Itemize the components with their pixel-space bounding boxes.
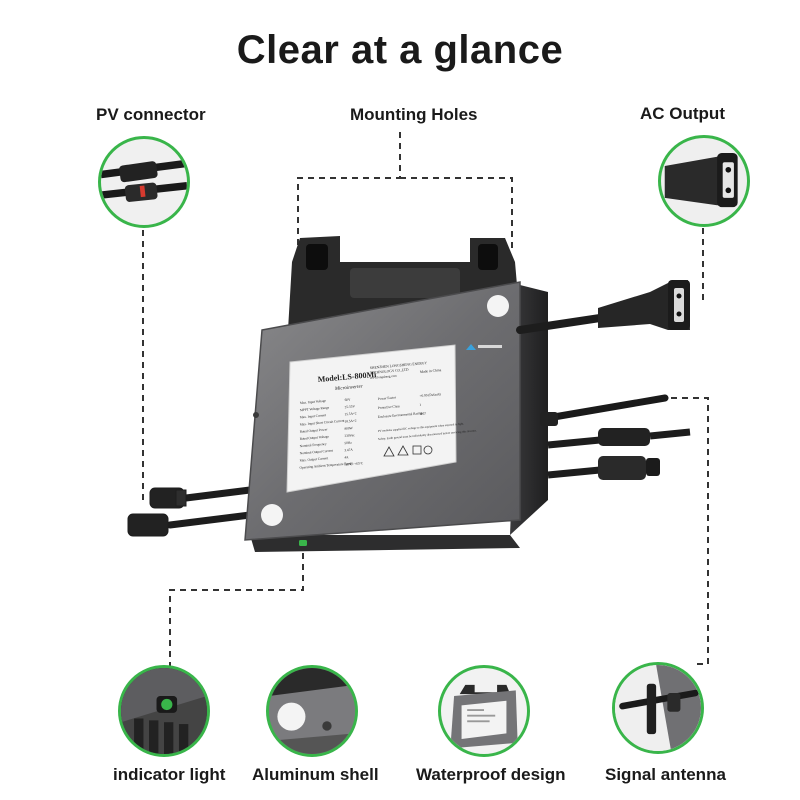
label-waterproof-design: Waterproof design [416,765,566,784]
pv-connector-detail [98,136,190,228]
plate-header-0: SHENZHEN LONGSHENG ENERGY [370,361,428,370]
plate-header-2: www.longsheng.com [370,374,398,380]
plate-cert-icons [383,445,433,457]
plate-right-value: >0.99 (Default) [419,392,440,398]
plate-left-value: 800W [344,426,353,431]
plate-left-value: 15.5A×2 [344,411,357,416]
plate-left-label: Max. Input Short Circuit Current [300,419,345,427]
ac-output-cable [516,280,690,334]
plate-left-value: -40°C~+65°C [344,461,364,467]
plate-right-label: Enclosure Environmental Rating [378,411,423,419]
line-indicator [169,553,304,668]
plate-left-label: Operating Ambient Temperature Range [299,461,353,470]
waterproof-design-icon [450,684,518,749]
line-antenna [660,397,709,665]
plate-subtitle: Microinverter [334,385,363,393]
plate-right-value: IP67 [419,411,426,416]
plate-left-label: Rated Output Power [300,427,329,433]
brand-logo-icon [466,344,502,350]
indicator-light-icon [121,668,207,754]
right-pv-cables [547,428,691,480]
aluminum-shell-icon [269,668,355,754]
ac-output-icon [664,152,738,208]
ac-output-detail [658,135,750,227]
plate-left-value: 3.47A [344,448,353,453]
signal-antenna-icon [615,665,701,751]
plate-left-value: 60V [344,397,351,402]
plate-left-rows: Max. Input Voltage 60V MPPT Voltage Range 2… [299,397,364,469]
plate-left-label: MPPT Voltage Range [300,406,330,413]
plate-left-label: Nominal Frequency [300,442,328,448]
line-mounting-holes-right [400,177,513,250]
plate-left-value: 4A [344,455,349,459]
indicator-light [299,540,307,546]
label-indicator-light: indicator light [113,765,226,784]
pv-connector-icon [101,159,187,202]
label-ac-output: AC Output [640,104,725,123]
mounting-hole-top-right [487,295,509,317]
line-mounting-holes [297,132,401,292]
callout-lines [142,132,709,668]
plate-header-1: TECHNOLOGY CO.,LTD [370,368,409,376]
plate-made-in: Made in China [420,368,442,374]
mounting-hole-bottom-left [261,504,283,526]
plate-left-value: 50Hz [344,441,352,446]
plate-left-value: 230Vac [344,433,355,438]
plate-left-label: Max. Output Current [299,456,328,462]
plate-left-label: Max. Input Current [300,413,327,419]
pv-cables [127,486,254,537]
label-aluminum-shell: Aluminum shell [252,765,379,784]
signal-antenna [540,394,669,426]
label-mounting-holes: Mounting Holes [350,105,478,124]
label-pv-connector: PV connector [96,105,206,124]
plate-warning: PV modules supplied DC voltage to this e… [378,421,465,433]
plate-left-label: Nominal Output Current [299,449,333,456]
aluminum-shell-detail [266,665,358,757]
indicator-light-detail [118,665,210,757]
plate-right-rows: Power Factor >0.99 (Default) Protective Cl… [378,392,441,419]
plate-left-value: 25-55V [344,404,355,409]
plate-right-label: Power Factor [378,395,397,401]
mounting-hole-mid-left [253,412,259,418]
page-title: Clear at a glance [236,28,564,72]
label-signal-antenna: Signal antenna [605,765,726,784]
plate-right-value: I [419,403,421,407]
plate-left-label: Max. Input Voltage [300,399,327,405]
plate-left-value: 18.5A×2 [344,419,357,424]
label-plate [286,344,457,493]
waterproof-design-detail [438,665,530,757]
plate-right-label: Protective Class [378,404,401,410]
label-plate-text: Model:LS-800Mi Microinverter SHENZHEN LO… [299,361,477,470]
plate-left-label: Rated Output Voltage [300,434,330,441]
signal-antenna-detail [612,662,704,754]
